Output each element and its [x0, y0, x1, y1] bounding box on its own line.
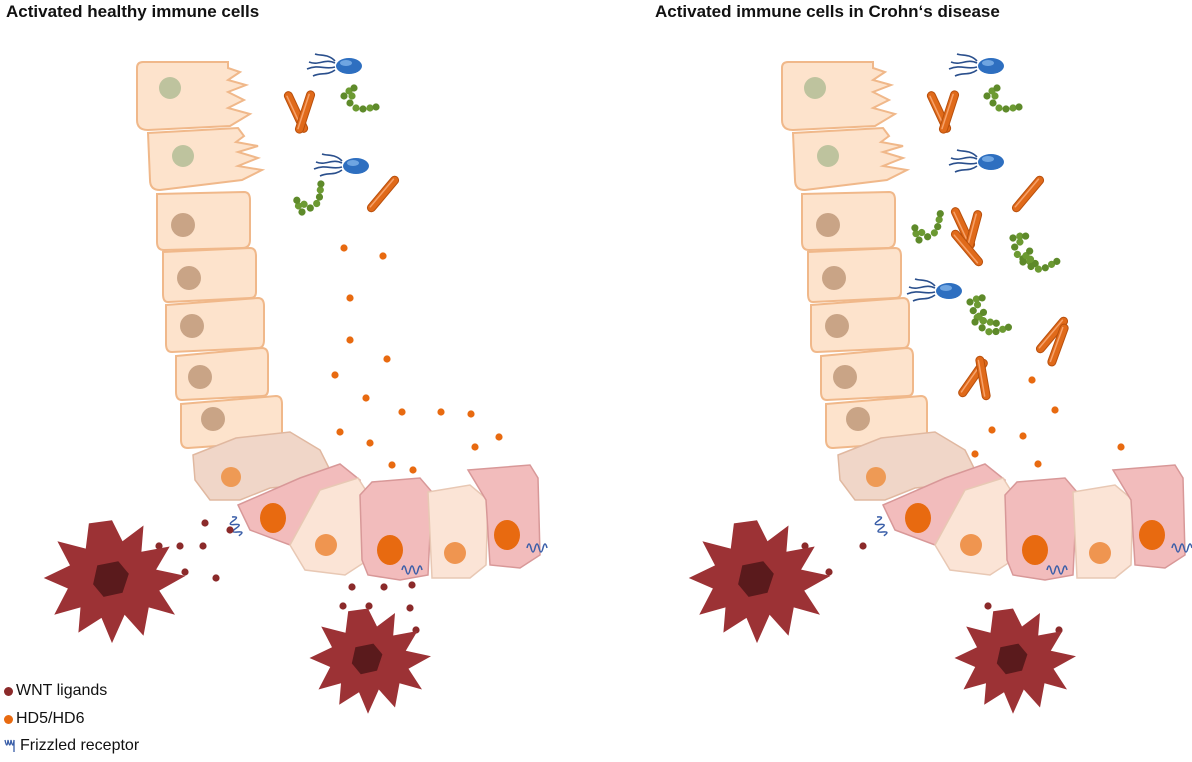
flagellated-bacteria-icon: [313, 153, 370, 177]
hd5-hd6-peptides: [971, 376, 1125, 468]
wnt-ligands: [155, 519, 420, 634]
rod-bacteria-icon: [1010, 173, 1046, 215]
dendritic-immune-cell-icon: [43, 520, 186, 644]
coccus-chain-bacteria-icon: [1015, 238, 1063, 279]
legend-item-hd: HD5/HD6: [4, 710, 84, 728]
right-panel-title: Activated immune cells in Crohn‘s diseas…: [655, 2, 1000, 21]
wnt-ligand-dot-icon: [4, 686, 13, 696]
legend-label-hd: HD5/HD6: [16, 710, 85, 727]
epithelium-crypt: [136, 61, 541, 581]
flagellated-bacteria-icon: [306, 53, 363, 77]
dendritic-immune-cell-icon: [309, 608, 431, 714]
legend-label-wnt: WNT ligands: [16, 682, 108, 699]
coccus-chain-bacteria-icon: [906, 202, 947, 250]
left-panel: [43, 53, 548, 714]
legend-item-wnt: WNT ligands: [4, 682, 107, 700]
frizzled-receptor-icon: [227, 514, 244, 538]
flagellated-bacteria-icon: [948, 53, 1005, 77]
hd5-hd6-peptides: [331, 244, 503, 474]
flagellated-bacteria-icon: [948, 149, 1005, 173]
coccus-chain-bacteria-icon: [340, 84, 380, 113]
rod-bacteria-icon: [365, 173, 401, 215]
coccus-chain-bacteria-icon: [983, 84, 1023, 113]
left-panel-title: Activated healthy immune cells: [6, 2, 260, 21]
hd-peptide-dot-icon: [4, 714, 13, 724]
frizzled-receptor-icon: [872, 514, 889, 538]
legend-item-frizzled: Frizzled receptor: [4, 737, 139, 755]
frizzled-receptor-icon: [4, 739, 15, 752]
right-panel: [688, 53, 1192, 714]
dendritic-immune-cell-icon: [688, 520, 831, 644]
coccus-chain-bacteria-icon: [289, 174, 328, 220]
flagellated-bacteria-icon: [906, 278, 963, 302]
dendritic-immune-cell-icon: [954, 608, 1076, 714]
legend-label-frizzled: Frizzled receptor: [20, 737, 140, 754]
